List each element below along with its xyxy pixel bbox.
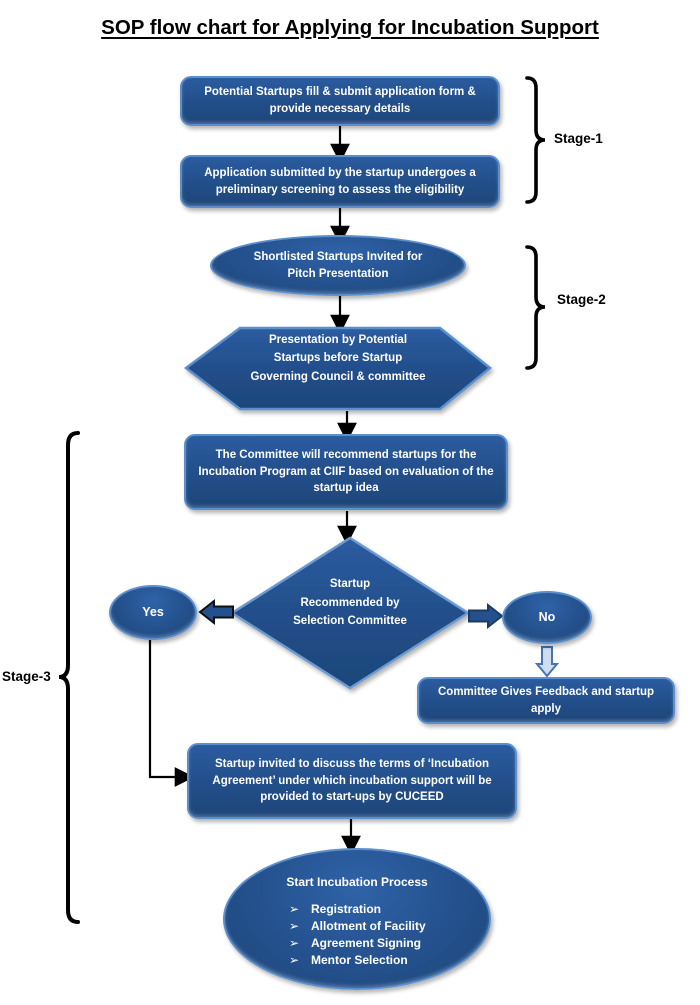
stage3-label: Stage-3 [2, 669, 51, 684]
yes-ellipse: Yes [109, 585, 197, 640]
list-item: ➢ Mentor Selection [289, 952, 489, 969]
block-arrow-left-yes [198, 598, 234, 626]
recommend-box: The Committee will recommend startups fo… [184, 434, 508, 510]
agreement-box: Startup invited to discuss the terms of … [187, 743, 517, 819]
block-arrow-right-no [468, 602, 504, 630]
arrowhead-bullet-icon: ➢ [289, 953, 300, 968]
stage-braces [58, 76, 546, 924]
stage3-brace [58, 431, 80, 924]
incubation-ellipse: Start Incubation Process ➢ Registration ➢… [223, 848, 491, 990]
arrow-yes-to-agreement [148, 640, 195, 787]
connector-arrows [148, 126, 361, 856]
feedback-box: Committee Gives Feedback and startup app… [417, 677, 675, 724]
step-label: Allotment of Facility [311, 919, 426, 934]
step-label: Registration [311, 902, 382, 917]
screening-box: Application submitted by the startup und… [180, 155, 500, 208]
stage2-label: Stage-2 [557, 292, 606, 307]
stage1-label: Stage-1 [554, 131, 603, 146]
shortlist-ellipse: Shortlisted Startups Invited for Pitch P… [210, 235, 466, 296]
stage1-brace [525, 76, 546, 204]
list-item: ➢ Allotment of Facility [289, 918, 489, 935]
list-item: ➢ Agreement Signing [289, 935, 489, 952]
block-arrow-no-to-feedback [534, 646, 560, 678]
arrowhead-bullet-icon: ➢ [289, 919, 300, 934]
presentation-hexagon-label: Presentation by Potential Startups befor… [250, 334, 426, 383]
decision-diamond [229, 536, 471, 690]
decision-diamond-label: Startup Recommended by Selection Committ… [293, 578, 407, 627]
arrowhead-bullet-icon: ➢ [289, 902, 300, 917]
page-title: SOP flow chart for Applying for Incubati… [101, 16, 599, 39]
stage2-brace [525, 245, 546, 370]
presentation-hexagon [183, 326, 492, 411]
apply-box: Potential Startups fill & submit applica… [180, 76, 500, 126]
incubation-steps-list: ➢ Registration ➢ Allotment of Facility ➢ Ag… [225, 901, 489, 969]
step-label: Mentor Selection [311, 953, 408, 968]
list-item: ➢ Registration [289, 901, 489, 918]
no-ellipse: No [502, 591, 592, 644]
step-label: Agreement Signing [311, 936, 422, 951]
incubation-title: Start Incubation Process [286, 875, 428, 889]
arrowhead-bullet-icon: ➢ [289, 936, 300, 951]
